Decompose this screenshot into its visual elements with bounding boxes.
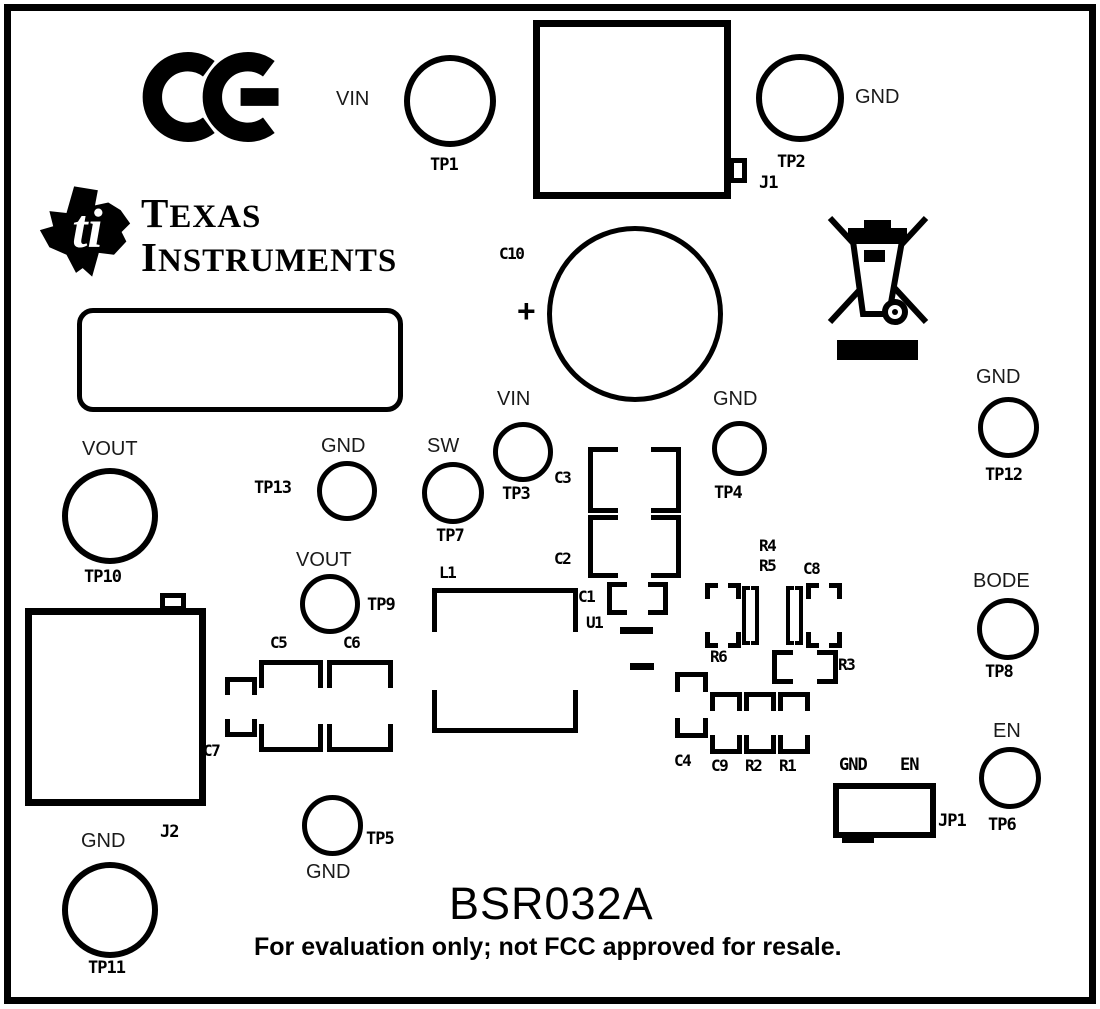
testpoint-tp11-pad [62, 862, 158, 958]
testpoint-tp8-pad [977, 598, 1039, 660]
tp1-signal-label: VIN [336, 88, 370, 110]
tp2-ref-label: TP2 [777, 152, 806, 172]
c7-ref-label: C7 [203, 741, 221, 760]
u1-pin-mark [630, 663, 654, 670]
tp1-ref-label: TP1 [430, 155, 459, 175]
connector-j2-outline [25, 608, 206, 806]
component-r5-outline [742, 586, 759, 645]
testpoint-tp6-pad [979, 747, 1041, 809]
component-r4-outline [786, 586, 803, 645]
tp7-ref-label: TP7 [436, 526, 465, 546]
weee-bar [837, 340, 918, 360]
component-c1-outline [607, 582, 668, 615]
tp3-ref-label: TP3 [502, 484, 531, 504]
c3-ref-label: C3 [554, 468, 572, 487]
tp11-ref-label: TP11 [88, 958, 126, 978]
jp1-pin1-mark [842, 832, 874, 843]
component-c9-outline [710, 692, 742, 754]
r6-ref-label: R6 [710, 647, 728, 666]
r3-ref-label: R3 [838, 655, 856, 674]
tp8-ref-label: TP8 [985, 662, 1014, 682]
c9-ref-label: C9 [711, 756, 729, 775]
component-c4-outline [675, 672, 708, 738]
testpoint-tp3-pad [493, 422, 553, 482]
ti-wordmark-line1: TEXAS [141, 190, 262, 236]
j1-ref-label: J1 [759, 173, 779, 193]
component-c8-outline [806, 583, 842, 648]
component-r6-outline [705, 583, 741, 648]
jp1-ref-label: JP1 [938, 811, 967, 831]
r2-ref-label: R2 [745, 756, 763, 775]
l1-ref-label: L1 [439, 563, 457, 582]
component-c7-outline [225, 677, 257, 737]
c10-ref-label: C10 [499, 244, 525, 263]
c10-polarity-mark: + [517, 293, 536, 329]
component-l1-outline [432, 588, 578, 733]
tp6-ref-label: TP6 [988, 815, 1017, 835]
tp8-signal-label: BODE [973, 570, 1030, 592]
testpoint-tp2-pad [756, 54, 844, 142]
component-r2-outline [744, 692, 776, 754]
component-c10-outline [547, 226, 723, 402]
tp4-signal-label: GND [713, 388, 758, 410]
tp10-signal-label: VOUT [82, 438, 138, 460]
tp10-ref-label: TP10 [84, 567, 122, 587]
component-c3-outline [588, 447, 681, 513]
c6-ref-label: C6 [343, 633, 361, 652]
testpoint-tp7-pad [422, 462, 484, 524]
component-c6-outline [327, 660, 393, 752]
jp1-pin-en-label: EN [900, 755, 920, 775]
component-c5-outline [259, 660, 323, 752]
board-title: BSR032A [449, 878, 654, 929]
tp9-signal-label: VOUT [296, 549, 352, 571]
tp11-signal-label: GND [81, 830, 126, 852]
r5-ref-label: R5 [759, 556, 777, 575]
j2-ref-label: J2 [160, 822, 180, 842]
tp13-signal-label: GND [321, 435, 366, 457]
tp9-ref-label: TP9 [367, 595, 396, 615]
component-r3-outline [772, 650, 838, 684]
tp7-signal-label: SW [427, 435, 460, 457]
testpoint-tp4-pad [712, 421, 767, 476]
r1-ref-label: R1 [779, 756, 797, 775]
board-outline [4, 4, 1096, 1004]
tp12-ref-label: TP12 [985, 465, 1023, 485]
testpoint-tp5-pad [302, 795, 363, 856]
connector-j1-outline [533, 20, 731, 199]
c5-ref-label: C5 [270, 633, 288, 652]
u1-ref-label: U1 [586, 613, 604, 632]
connector-j1-tab [729, 158, 747, 183]
c1-ref-label: C1 [578, 587, 596, 606]
testpoint-tp13-pad [317, 461, 377, 521]
jp1-pin-gnd-label: GND [839, 755, 868, 775]
testpoint-tp12-pad [978, 397, 1039, 458]
jumper-jp1-outline [833, 783, 936, 838]
c2-ref-label: C2 [554, 549, 572, 568]
tp5-signal-label: GND [306, 861, 351, 883]
tp5-ref-label: TP5 [366, 829, 395, 849]
svg-text:ti: ti [72, 198, 103, 259]
ti-wordmark-line2: INSTRUMENTS [141, 234, 398, 280]
tp13-ref-label: TP13 [254, 478, 292, 498]
r4-ref-label: R4 [759, 536, 777, 555]
blank-label-box [77, 308, 403, 412]
tp3-signal-label: VIN [497, 388, 531, 410]
ti-texas-map-icon: ti [39, 186, 131, 277]
testpoint-tp10-pad [62, 468, 158, 564]
testpoint-tp1-pad [404, 55, 496, 147]
tp12-signal-label: GND [976, 366, 1021, 388]
testpoint-tp9-pad [300, 574, 360, 634]
component-c2-outline [588, 515, 681, 578]
tp4-ref-label: TP4 [714, 483, 743, 503]
component-r1-outline [778, 692, 810, 754]
tp6-signal-label: EN [993, 720, 1021, 742]
weee-bin-icon [827, 215, 929, 325]
c4-ref-label: C4 [674, 751, 692, 770]
c8-ref-label: C8 [803, 559, 821, 578]
tp2-signal-label: GND [855, 86, 900, 108]
u1-pin1-mark [620, 627, 653, 634]
fcc-disclaimer: For evaluation only; not FCC approved fo… [254, 933, 842, 961]
ce-mark-icon [142, 52, 279, 142]
